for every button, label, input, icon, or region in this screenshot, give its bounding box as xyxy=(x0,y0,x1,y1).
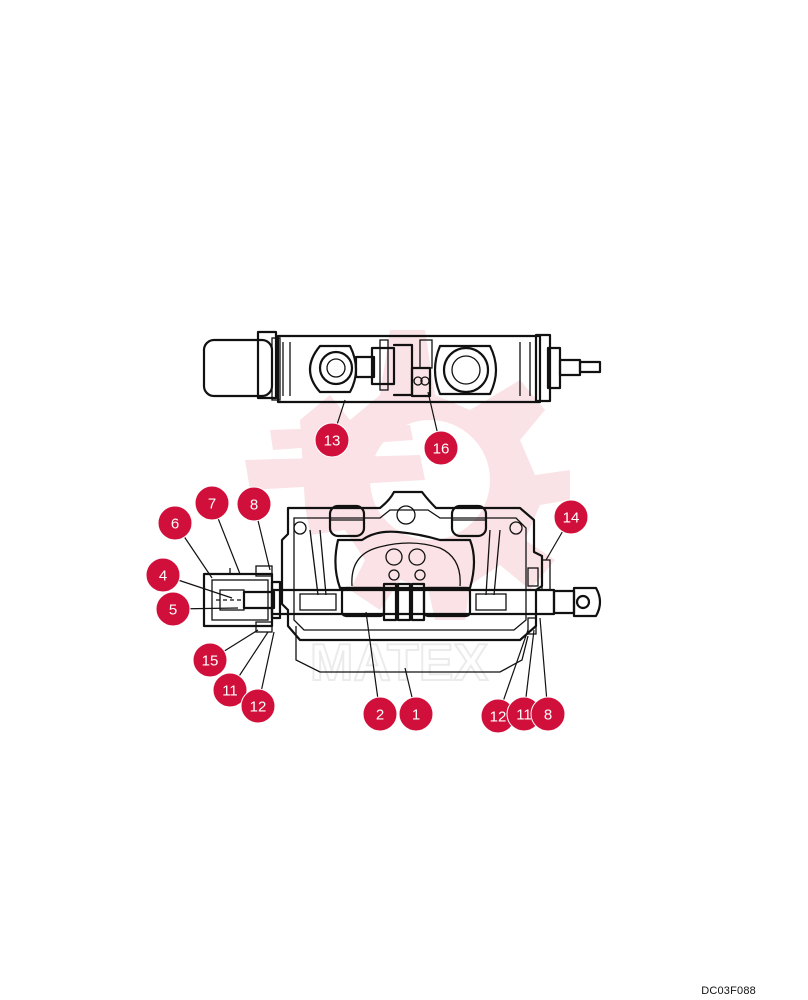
callout-number: 16 xyxy=(433,441,450,458)
front-view-valve xyxy=(202,490,602,673)
callout-circle xyxy=(155,591,191,627)
callout-circle xyxy=(157,505,193,541)
callout-number: 4 xyxy=(159,568,167,585)
callout-circle xyxy=(423,430,459,466)
callout-circle xyxy=(553,499,589,535)
callout-7: 7 xyxy=(194,485,230,521)
callout-circle xyxy=(314,422,350,458)
callout-13: 13 xyxy=(314,422,350,458)
callout-circle xyxy=(192,642,228,678)
callout-12: 12 xyxy=(240,688,276,724)
callout-number: 5 xyxy=(169,602,177,619)
callout-4: 4 xyxy=(145,557,181,593)
callout-circle xyxy=(212,672,248,708)
callout-2: 2 xyxy=(362,696,398,732)
callout-number: 11 xyxy=(516,707,532,724)
callout-number: 12 xyxy=(490,709,507,726)
svg-text:MATEX: MATEX xyxy=(310,634,488,692)
top-view-valve xyxy=(202,330,602,404)
callout-circle xyxy=(362,696,398,732)
callout-number: 8 xyxy=(544,707,552,724)
callout-16: 16 xyxy=(423,430,459,466)
callout-8: 8 xyxy=(530,696,566,732)
callout-number: 6 xyxy=(171,516,179,533)
callout-circle xyxy=(240,688,276,724)
callout-number: 8 xyxy=(250,497,258,514)
callout-number: 7 xyxy=(208,496,216,513)
callout-5: 5 xyxy=(155,591,191,627)
callout-11: 11 xyxy=(212,672,248,708)
callout-circle xyxy=(194,485,230,521)
callout-circle xyxy=(398,696,434,732)
callout-15: 15 xyxy=(192,642,228,678)
callout-number: 11 xyxy=(222,683,238,700)
callout-circle xyxy=(236,486,272,522)
callout-6: 6 xyxy=(157,505,193,541)
callout-circle xyxy=(145,557,181,593)
callout-8: 8 xyxy=(236,486,272,522)
callout-number: 12 xyxy=(250,699,267,716)
callout-number: 13 xyxy=(324,433,341,450)
drawing-code: DC03F088 xyxy=(701,985,756,997)
callout-14: 14 xyxy=(553,499,589,535)
callout-number: 2 xyxy=(376,707,384,724)
callout-circle xyxy=(530,696,566,732)
callout-1: 1 xyxy=(398,696,434,732)
callout-number: 1 xyxy=(412,707,420,724)
callout-number: 14 xyxy=(563,510,580,527)
callout-number: 15 xyxy=(202,653,219,670)
